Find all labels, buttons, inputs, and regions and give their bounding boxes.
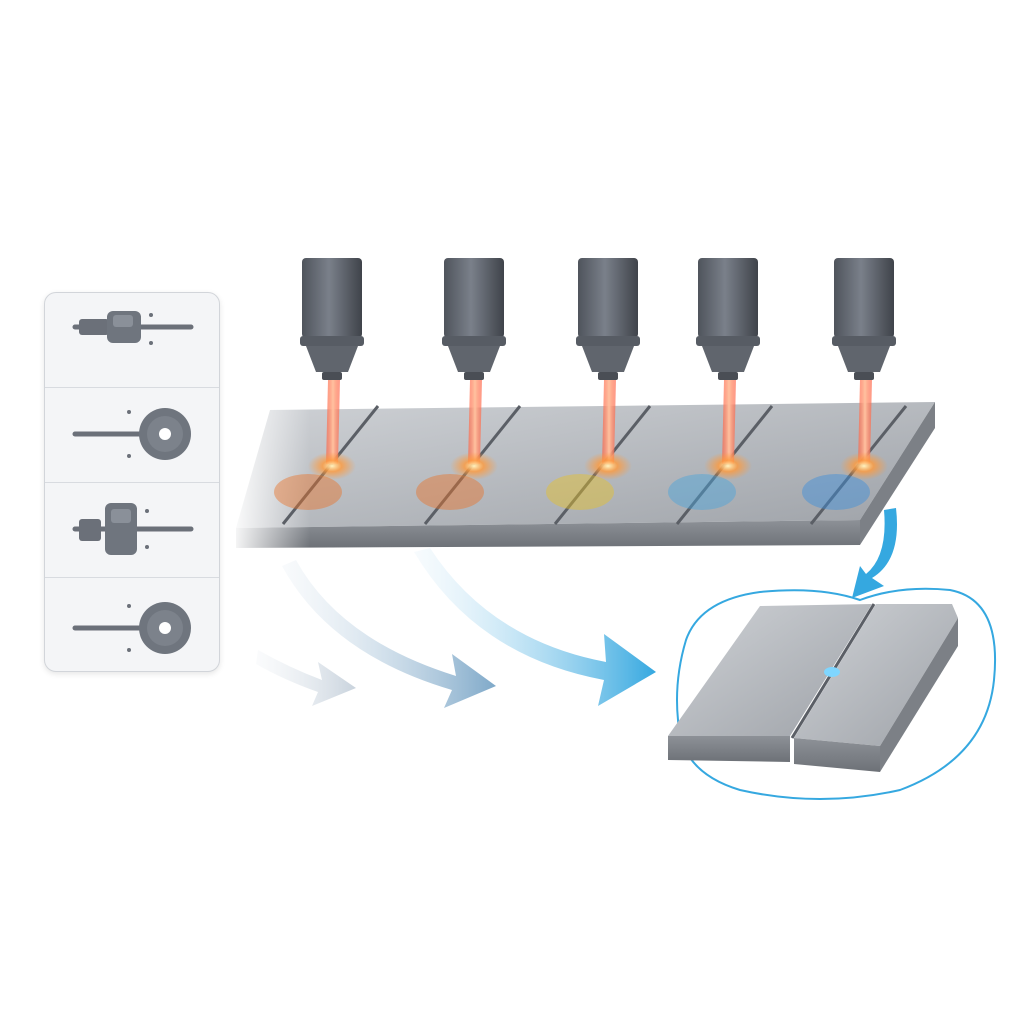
laser-nozzle-icon (300, 258, 364, 380)
control-panel (44, 292, 220, 672)
control-row[interactable] (45, 578, 219, 671)
flow-arrows (256, 508, 897, 708)
control-row[interactable] (45, 388, 219, 483)
slider-block-knob-icon (72, 503, 194, 555)
rotary-knob-icon (72, 602, 191, 654)
nozzle-array (300, 258, 896, 480)
laser-nozzle-icon (442, 258, 506, 380)
laser-nozzle-icon (576, 258, 640, 380)
slider-block-knob-icon (72, 311, 194, 345)
heat-tint (546, 474, 614, 510)
flow-arrow-2 (282, 560, 496, 708)
heat-tint (416, 474, 484, 510)
laser-nozzle-icon (832, 258, 896, 380)
heat-tint (668, 474, 736, 510)
laser-beam (468, 380, 482, 464)
control-row[interactable] (45, 293, 219, 388)
control-row[interactable] (45, 483, 219, 578)
weld-glow (584, 452, 632, 480)
laser-beam (722, 380, 736, 464)
weld-glow (704, 452, 752, 480)
heat-tint (274, 474, 342, 510)
flow-arrow-3 (414, 548, 656, 706)
laser-nozzle-icon (696, 258, 760, 380)
weld-glow (308, 452, 356, 480)
weld-spot (824, 667, 840, 677)
weld-seams (274, 405, 908, 525)
heat-tint (802, 474, 870, 510)
laser-beam (326, 380, 340, 464)
flow-arrow-down (852, 508, 897, 598)
laser-beam (602, 380, 616, 464)
flow-arrow-1 (256, 650, 356, 706)
weld-glow (840, 452, 888, 480)
weld-glow (450, 452, 498, 480)
welded-result (668, 587, 996, 800)
laser-beam (858, 380, 872, 464)
rotary-knob-icon (72, 408, 191, 460)
